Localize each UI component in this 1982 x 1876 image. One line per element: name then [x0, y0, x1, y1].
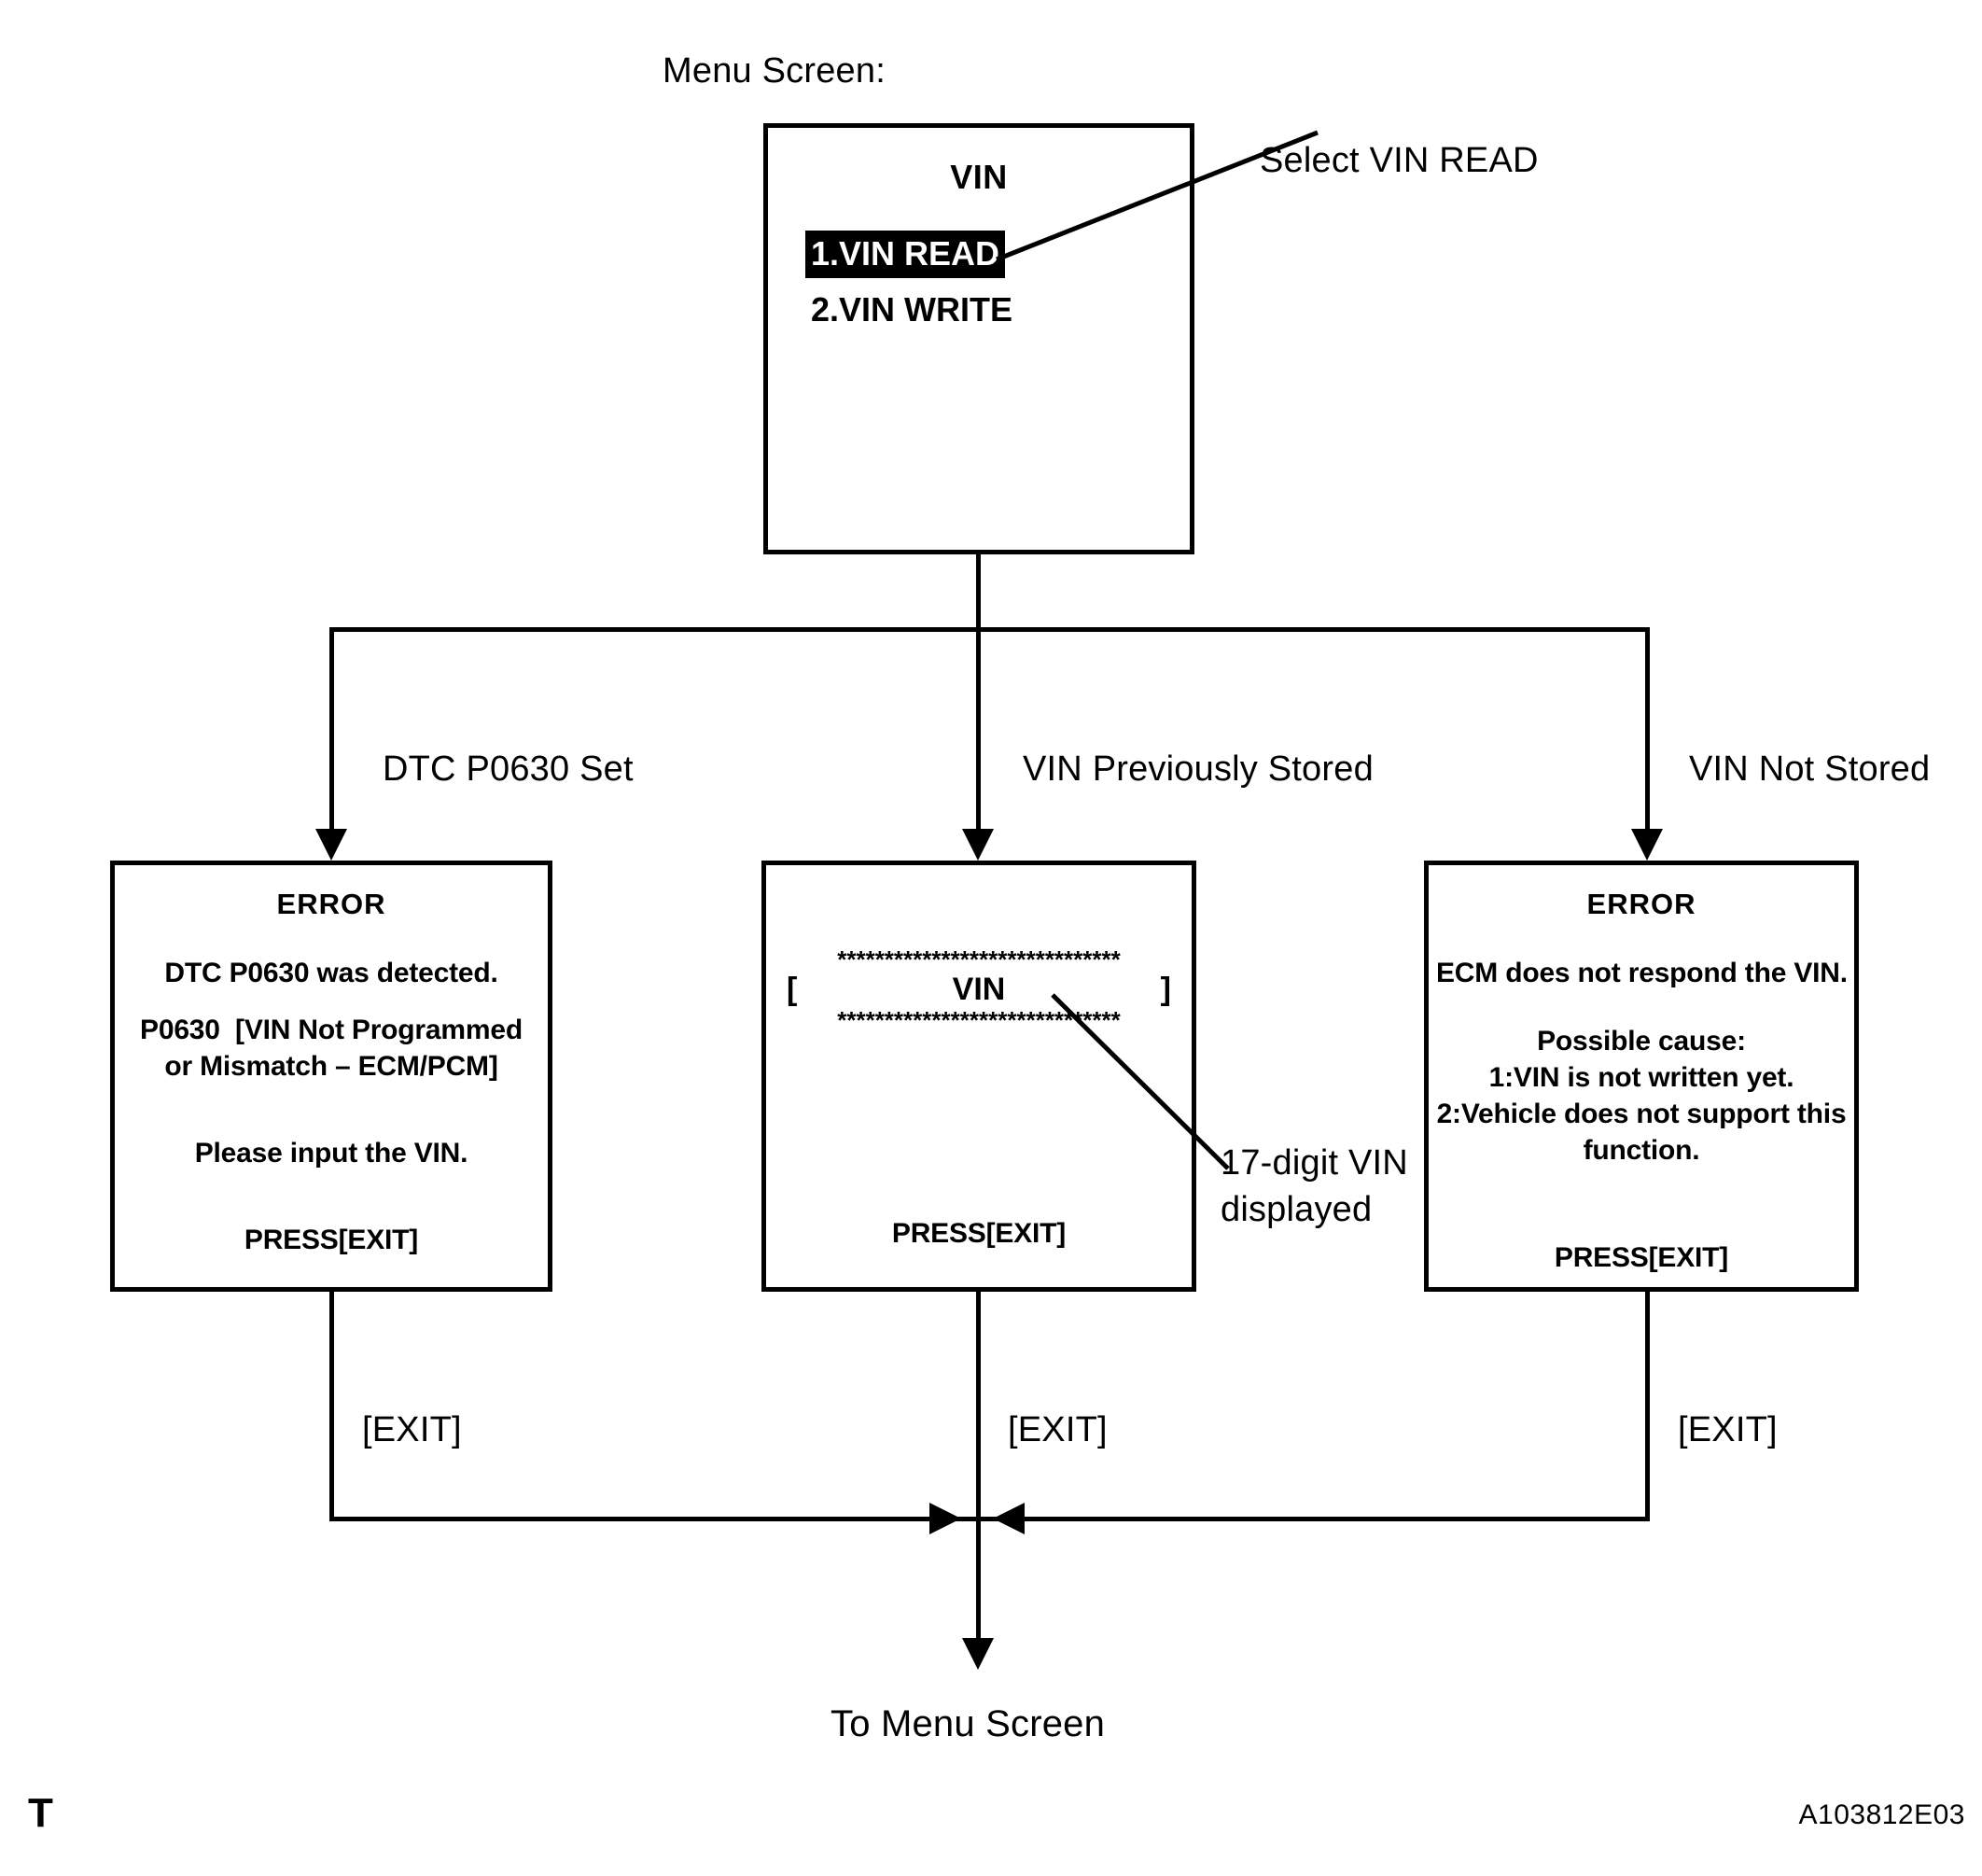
menu-screen-box: VIN 1.VIN READ 2.VIN WRITE — [763, 123, 1194, 554]
menu-screen-label: Menu Screen: — [663, 51, 886, 91]
exit-label-left: [EXIT] — [362, 1410, 462, 1449]
menu-item-vin-write[interactable]: 2.VIN WRITE — [811, 290, 1013, 329]
dialog-center-star-row-top: ****************************** — [837, 947, 1121, 972]
dialog-error-dtc-p0630: ERROR DTC P0630 was detected. P0630 [VIN… — [110, 861, 552, 1292]
menu-box-stem — [976, 554, 981, 629]
dialog-left-line-2: P0630 [VIN Not Programmed — [140, 1015, 523, 1046]
dialog-vin-display: ****************************** [ VIN ] *… — [761, 861, 1196, 1292]
dialog-center-star-row-bottom: ****************************** — [837, 1008, 1121, 1032]
to-menu-screen-arrow — [962, 1638, 994, 1670]
branch-drop-right — [1645, 627, 1650, 829]
dialog-right-line-5: function. — [1583, 1135, 1700, 1167]
branch-arrow-right — [1631, 829, 1663, 861]
exit-label-center: [EXIT] — [1008, 1410, 1108, 1449]
corner-mark: T — [28, 1790, 53, 1836]
branch-drop-left — [329, 627, 334, 829]
exit-merge-bar — [329, 1517, 1650, 1521]
menu-item-vin-read[interactable]: 1.VIN READ — [805, 231, 1006, 278]
exit-drop-center — [976, 1292, 981, 1519]
dialog-center-footer: PRESS[EXIT] — [891, 1218, 1067, 1249]
dialog-left-line-1: DTC P0630 was detected. — [164, 958, 498, 989]
dialog-right-footer: PRESS[EXIT] — [1554, 1242, 1729, 1274]
branch-label-vin-stored: VIN Previously Stored — [1023, 749, 1374, 789]
exit-drop-right — [1645, 1292, 1650, 1519]
dialog-right-line-3: 1:VIN is not written yet. — [1488, 1062, 1794, 1094]
branch-arrow-center — [962, 829, 994, 861]
vin-displayed-leader-line — [1051, 993, 1230, 1170]
dialog-left-line-3: or Mismatch – ECM/PCM] — [164, 1051, 498, 1083]
branch-arrow-left — [315, 829, 347, 861]
vin-displayed-callout-line2: displayed — [1221, 1190, 1373, 1229]
select-vin-read-leader-line — [996, 130, 1319, 261]
dialog-center-vin-row: [ VIN ] — [774, 972, 1184, 1008]
dialog-error-no-response: ERROR ECM does not respond the VIN. Poss… — [1424, 861, 1859, 1292]
vin-value-label: VIN — [952, 972, 1006, 1007]
vin-bracket-open: [ — [787, 972, 798, 1007]
branch-distribution-bar — [329, 627, 1650, 632]
branch-label-vin-not-stored: VIN Not Stored — [1689, 749, 1931, 789]
menu-title: VIN — [950, 158, 1008, 196]
dialog-right-title: ERROR — [1586, 888, 1696, 920]
branch-drop-center — [976, 627, 981, 829]
vin-displayed-callout-line1: 17-digit VIN — [1221, 1143, 1408, 1183]
dialog-left-title: ERROR — [276, 888, 386, 920]
figure-id-label: A103812E03 — [1798, 1799, 1965, 1830]
dialog-left-footer: PRESS[EXIT] — [244, 1225, 419, 1256]
dialog-left-line-4: Please input the VIN. — [194, 1138, 468, 1169]
select-vin-read-callout: Select VIN READ — [1260, 141, 1539, 180]
vin-bracket-close: ] — [1160, 972, 1171, 1007]
dialog-right-line-2: Possible cause: — [1537, 1026, 1746, 1057]
to-menu-screen-drop — [976, 1517, 981, 1638]
merge-arrow-from-left — [929, 1503, 961, 1534]
exit-drop-left — [329, 1292, 334, 1519]
branch-label-dtc-set: DTC P0630 Set — [383, 749, 634, 789]
dialog-right-line-4: 2:Vehicle does not support this — [1436, 1099, 1847, 1130]
to-menu-screen-label: To Menu Screen — [830, 1703, 1106, 1744]
exit-label-right: [EXIT] — [1678, 1410, 1778, 1449]
merge-arrow-from-right — [993, 1503, 1025, 1534]
dialog-right-line-1: ECM does not respond the VIN. — [1436, 958, 1848, 989]
